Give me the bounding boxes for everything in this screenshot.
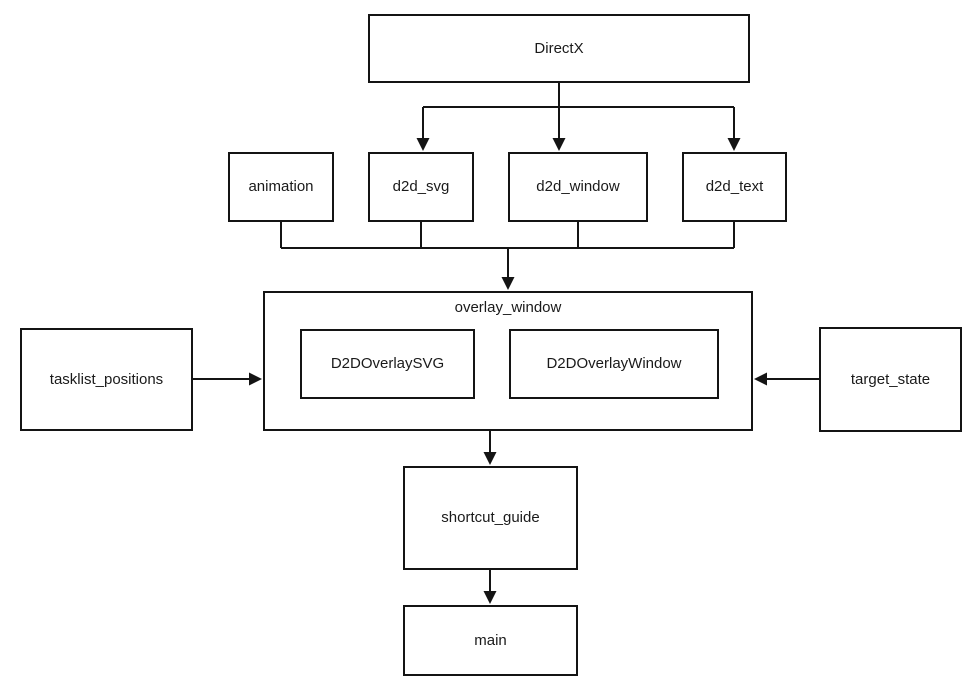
node-tasklist_positions: tasklist_positions	[20, 328, 193, 431]
node-d2d_window-label: d2d_window	[536, 178, 620, 195]
arrowhead-into-overlay_window-top	[501, 277, 515, 290]
arrowhead-into-overlay_window-left	[249, 372, 262, 386]
edge-tasklist_positions-to-overlay_window	[193, 372, 262, 386]
arrowhead-into-overlay_window-right	[754, 372, 767, 386]
arrowhead-into-main	[483, 591, 497, 604]
node-d2d-overlay-svg-label: D2DOverlaySVG	[330, 355, 445, 372]
arrowhead-into-shortcut_guide	[483, 452, 497, 465]
node-d2d_svg-label: d2d_svg	[392, 178, 450, 195]
edge-target_state-to-overlay_window	[754, 372, 819, 386]
node-d2d_text-label: d2d_text	[705, 178, 764, 195]
arrowhead-into-d2d_text	[727, 138, 741, 151]
node-main-label: main	[474, 631, 507, 649]
node-main: main	[403, 605, 578, 676]
node-d2d-overlay-window-label: D2DOverlayWindow	[546, 355, 682, 372]
node-shortcut_guide: shortcut_guide	[403, 466, 578, 570]
node-d2d_window: d2d_window	[508, 152, 648, 222]
node-animation-label: animation	[248, 178, 314, 195]
arrowhead-into-d2d_window	[552, 138, 566, 151]
arrowhead-into-d2d_svg	[416, 138, 430, 151]
node-d2d_svg: d2d_svg	[368, 152, 474, 222]
node-d2d-overlay-window: D2DOverlayWindow	[509, 329, 719, 399]
node-overlay_window: overlay_window D2DOverlaySVG D2DOverlayW…	[263, 291, 753, 431]
node-directx-label: DirectX	[534, 39, 584, 57]
node-d2d_text: d2d_text	[682, 152, 787, 222]
node-directx: DirectX	[368, 14, 750, 83]
node-shortcut_guide-label: shortcut_guide	[441, 509, 540, 526]
node-target_state: target_state	[819, 327, 962, 432]
edge-directx-to-d2d-modules	[416, 83, 741, 151]
edge-modules-to-overlay_window	[280, 222, 735, 290]
node-overlay_window-label: overlay_window	[454, 299, 562, 316]
node-target_state-label: target_state	[850, 370, 931, 388]
node-d2d-overlay-svg: D2DOverlaySVG	[300, 329, 475, 399]
node-tasklist_positions-label: tasklist_positions	[49, 370, 164, 388]
edge-overlay_window-to-shortcut_guide	[483, 431, 497, 465]
node-animation: animation	[228, 152, 334, 222]
edge-shortcut_guide-to-main	[483, 570, 497, 604]
